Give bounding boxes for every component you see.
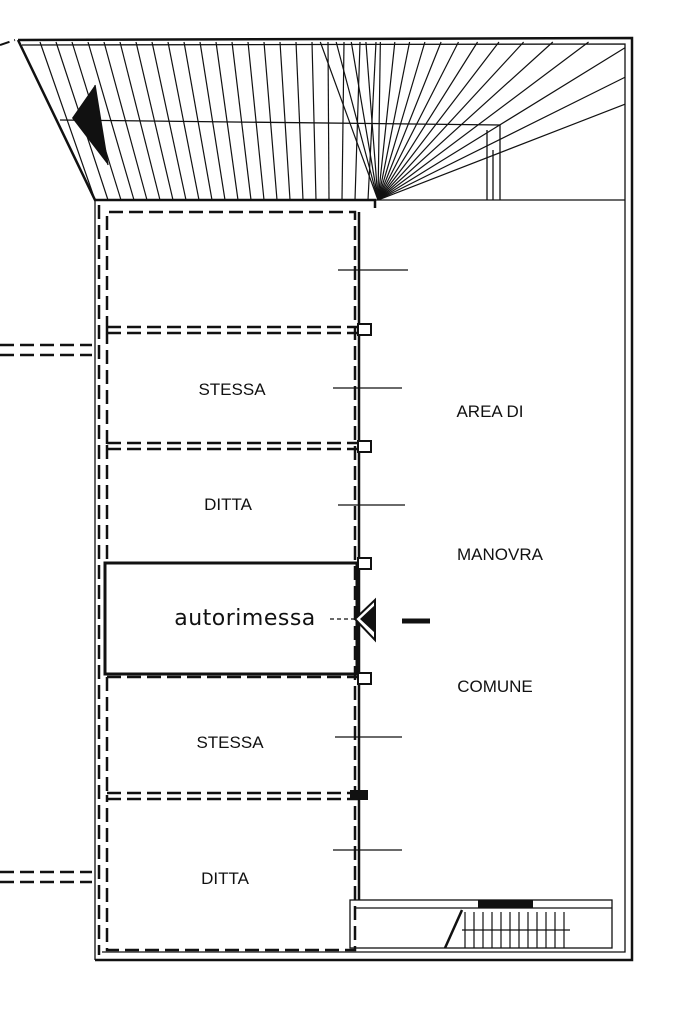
- staircase: [349, 899, 613, 949]
- area-label-line3: COMUNE: [457, 677, 533, 696]
- ramp-arrow-icon: [72, 84, 109, 166]
- parking-units: [103, 210, 408, 952]
- outer-walls: [0, 36, 634, 962]
- unit-label-stessa-2: STESSA: [196, 733, 264, 752]
- unit-label-stessa-1: STESSA: [198, 380, 266, 399]
- unit-label-ditta-1: DITTA: [204, 495, 253, 514]
- area-label-line2: MANOVRA: [457, 545, 544, 564]
- unit-label-ditta-2: DITTA: [201, 869, 250, 888]
- area-label-line1: AREA DI: [456, 402, 523, 421]
- garage-label: autorimessa: [174, 606, 316, 631]
- ramp-hatching: [39, 41, 626, 201]
- entrance-arrow-icon: [330, 597, 430, 643]
